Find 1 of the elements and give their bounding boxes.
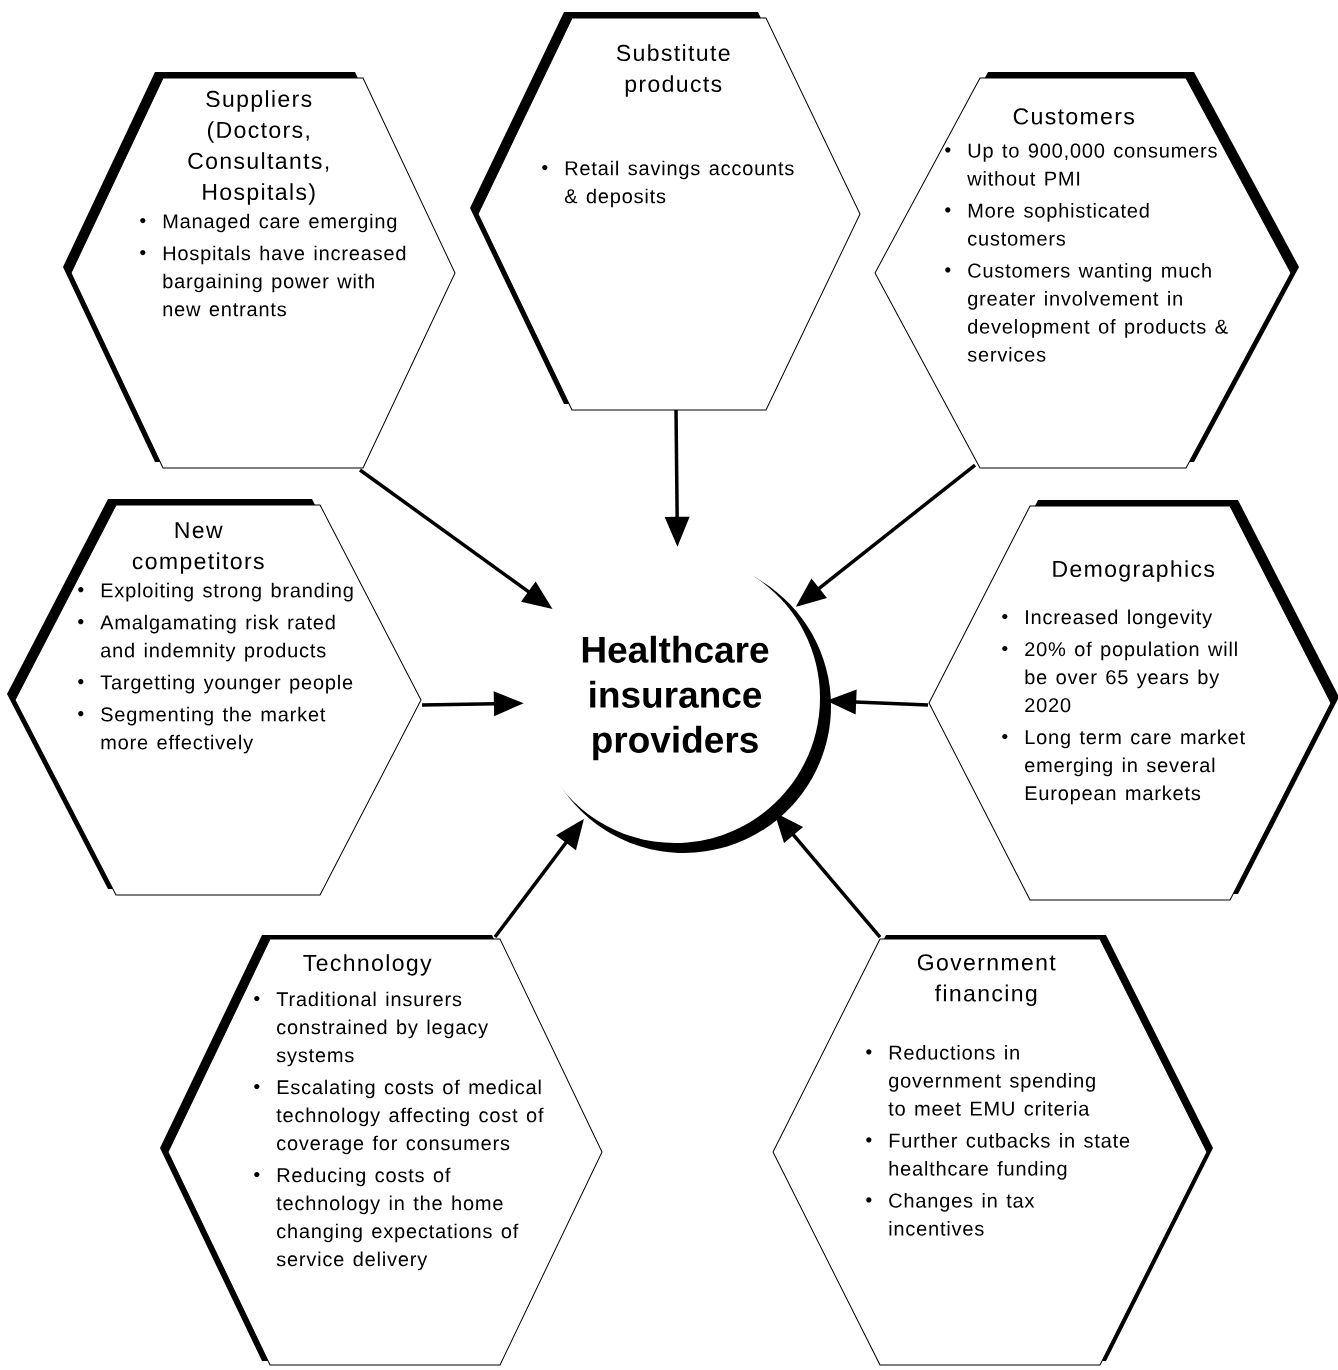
center-title: Healthcare insurance providers	[582, 635, 769, 761]
